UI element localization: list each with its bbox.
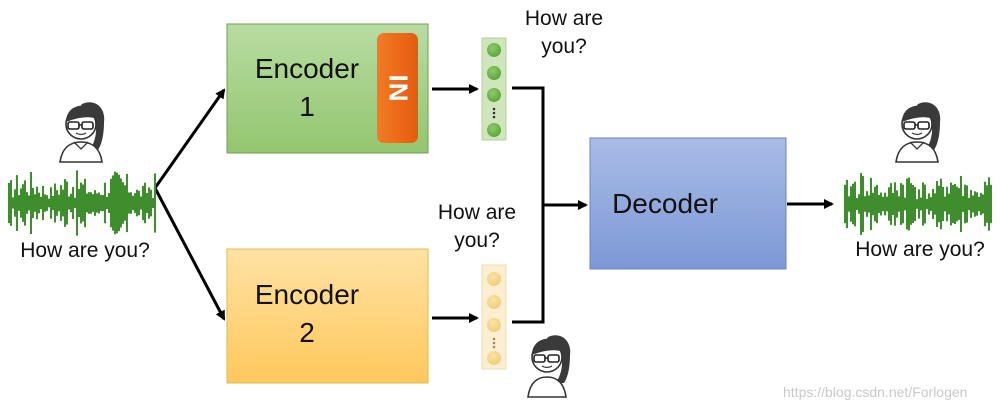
encoder-1-label-line2: 1	[299, 91, 315, 122]
embedding-vector-1	[481, 37, 507, 141]
arrow-to-encoder-1	[153, 88, 226, 189]
speaker-tag-label-wrap: IN	[377, 73, 418, 103]
output-waveform	[844, 173, 992, 235]
encoder-2-label-line1: Encoder	[254, 279, 360, 310]
encoder-2-label: Encoder 2	[227, 276, 387, 352]
output-caption: How are you?	[855, 238, 985, 261]
arrows	[153, 84, 834, 324]
vector-2-caption: How are you?	[417, 199, 537, 255]
arrow-to-encoder-2	[153, 187, 226, 321]
vector-2-caption-line2: you?	[454, 229, 500, 252]
speaker-avatar-input	[59, 102, 105, 163]
embedding-vector-2	[481, 264, 507, 370]
encoder-2-box	[226, 248, 429, 384]
decoder-box	[589, 137, 787, 270]
encoder-1-label: Encoder 1	[227, 50, 387, 126]
speaker-avatar-output	[895, 102, 941, 163]
encoder-2-label-line2: 2	[299, 317, 315, 348]
encoder-1-label-line1: Encoder	[254, 53, 360, 84]
input-waveform	[8, 170, 156, 236]
input-caption: How are you?	[20, 239, 150, 262]
speaker-tag-box	[377, 33, 418, 143]
vector-2-caption-line1: How are	[437, 201, 517, 224]
decoder-label: Decoder	[612, 188, 718, 219]
watermark: https://blog.csdn.net/Forlogen	[783, 384, 968, 400]
speaker-tag-label: IN	[383, 74, 413, 102]
vector-1-caption: How are you?	[504, 5, 624, 61]
vector-1-caption-line1: How are	[524, 7, 604, 30]
speaker-avatar-bottom	[527, 335, 571, 398]
vector-1-caption-line2: you?	[541, 35, 587, 58]
